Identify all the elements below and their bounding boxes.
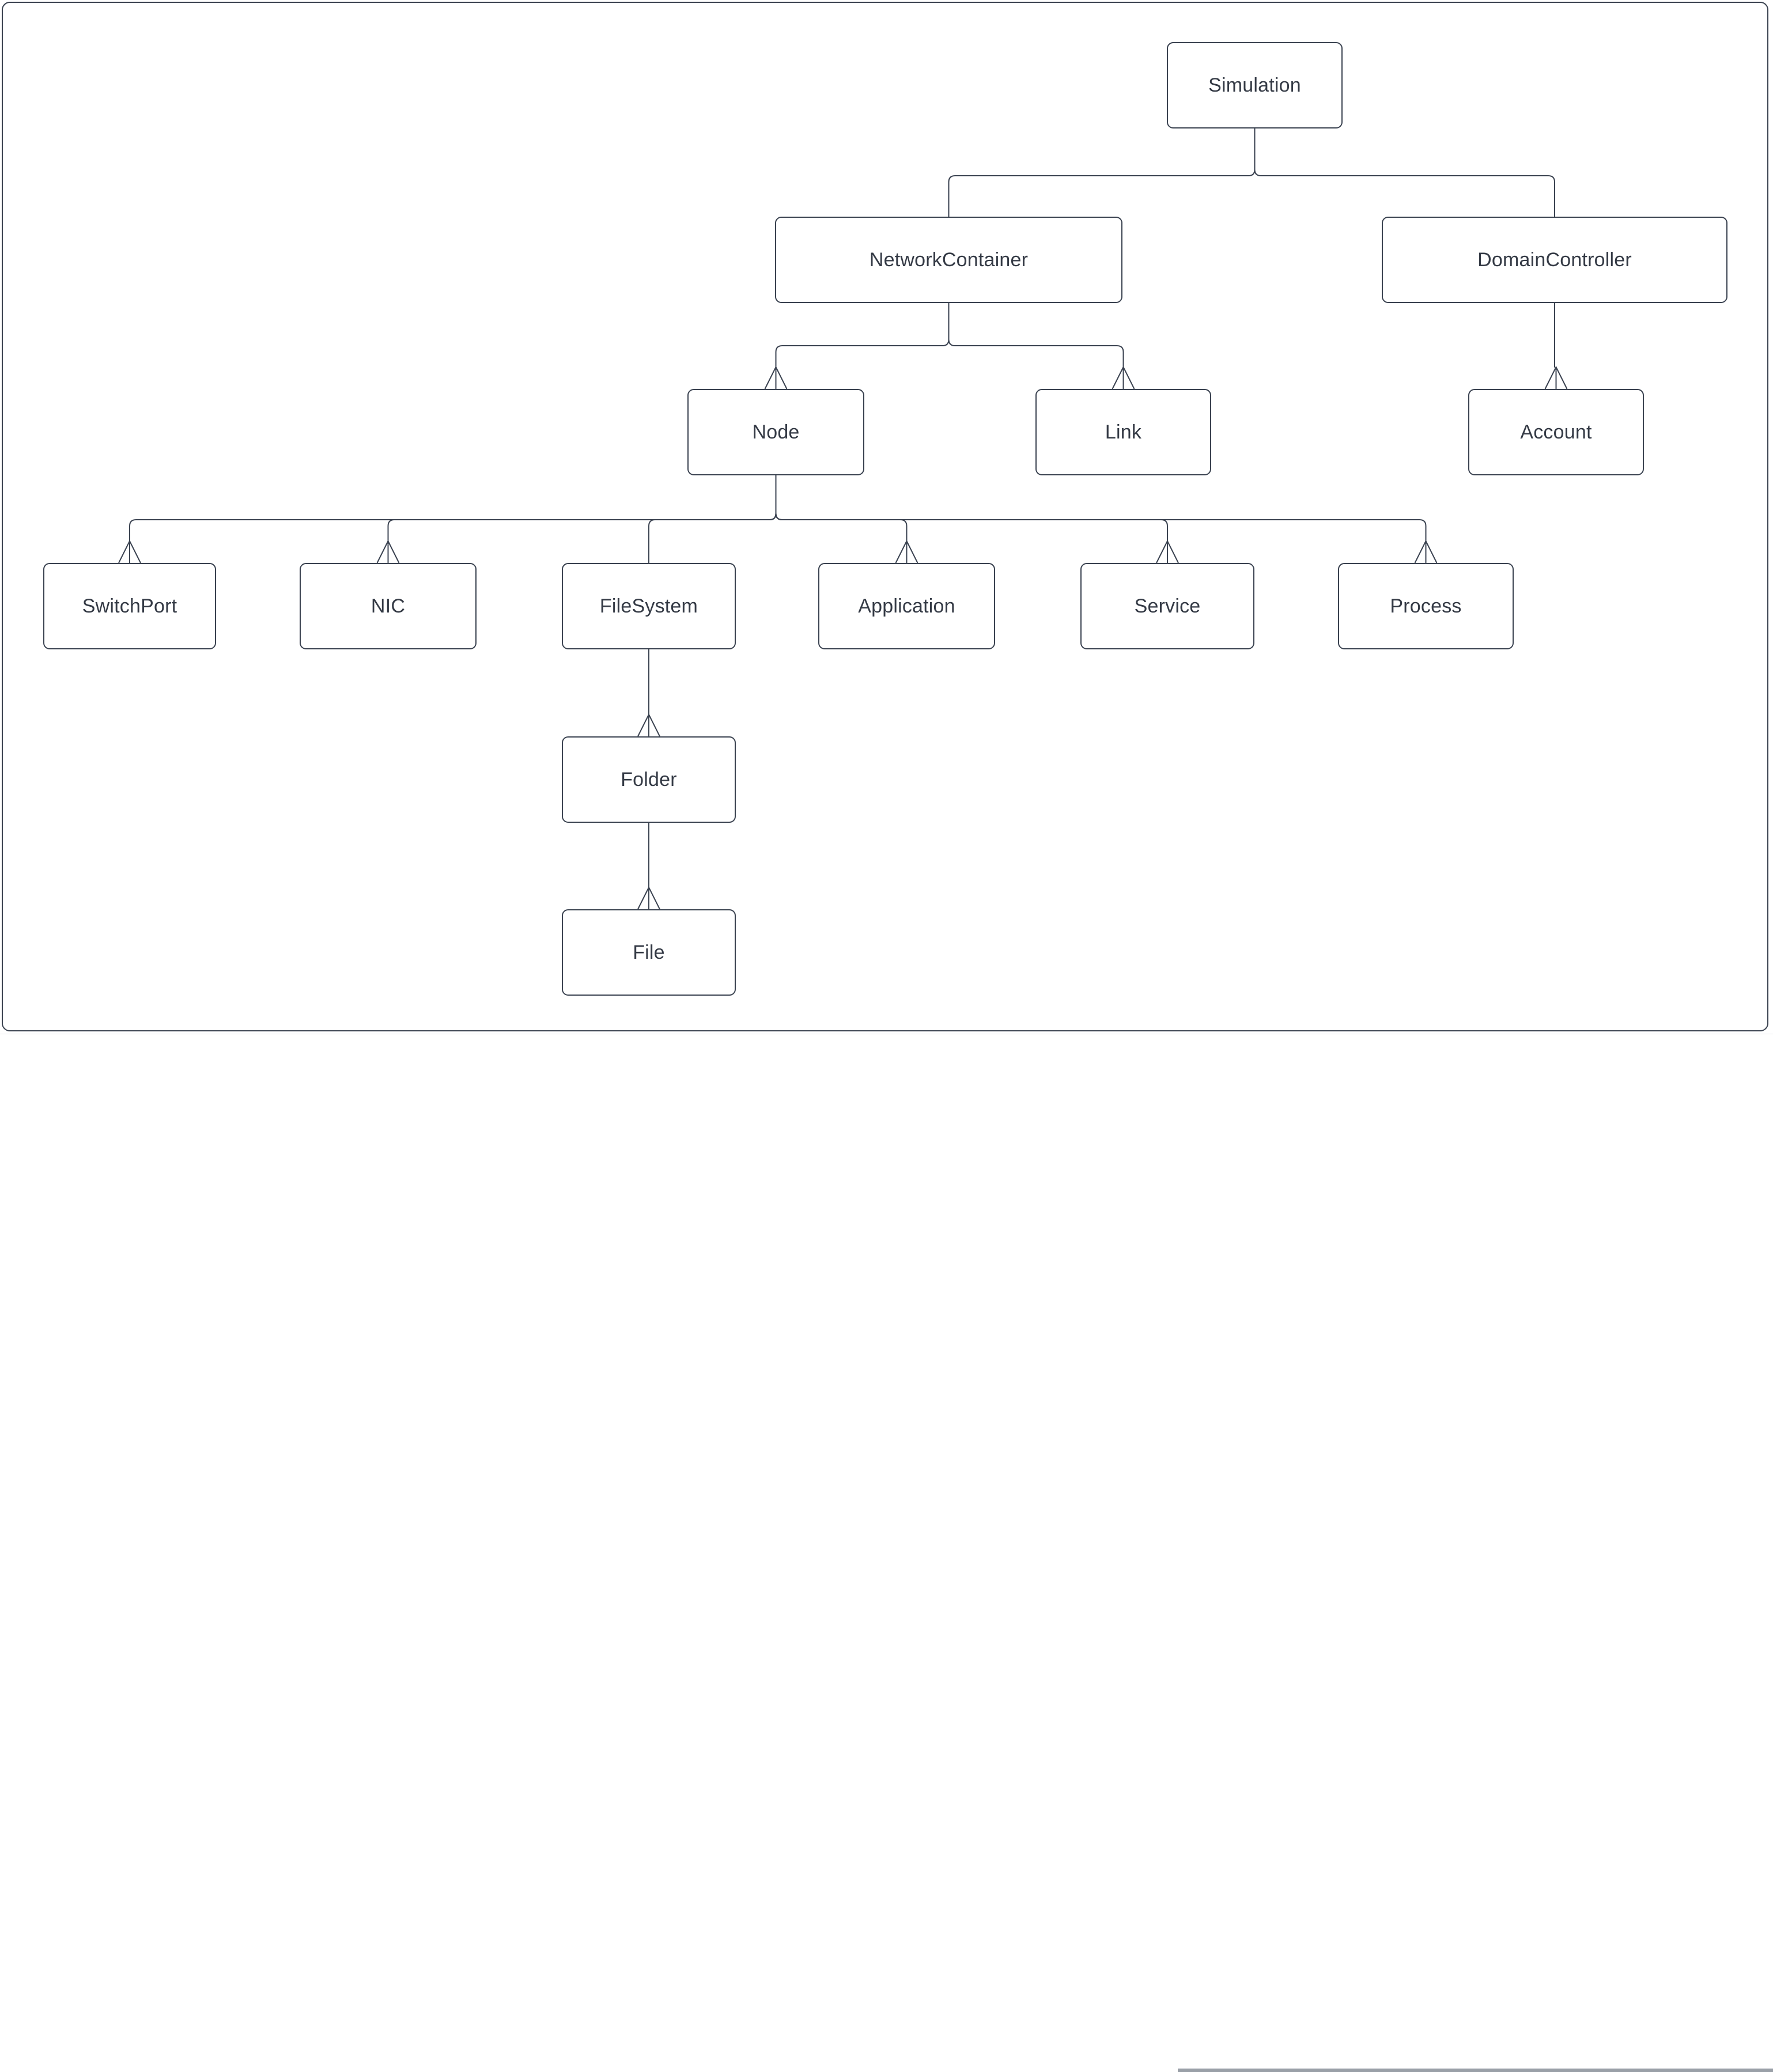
class-node-service[interactable]: Service <box>1080 563 1254 649</box>
horizontal-scrollbar-thumb[interactable] <box>1178 2069 1773 2072</box>
class-node-label: Simulation <box>1208 74 1301 96</box>
class-node-label: NetworkContainer <box>869 249 1029 271</box>
class-node-label: DomainController <box>1477 249 1632 271</box>
class-node-label: SwitchPort <box>82 595 177 617</box>
class-node-folder[interactable]: Folder <box>562 736 736 823</box>
class-node-label: Application <box>858 595 955 617</box>
class-node-label: Node <box>752 421 800 443</box>
class-node-simulation[interactable]: Simulation <box>1167 42 1343 128</box>
class-node-application[interactable]: Application <box>818 563 995 649</box>
class-node-switchport[interactable]: SwitchPort <box>43 563 216 649</box>
class-node-label: FileSystem <box>599 595 698 617</box>
class-node-process[interactable]: Process <box>1338 563 1514 649</box>
class-node-label: Account <box>1520 421 1592 443</box>
class-node-account[interactable]: Account <box>1468 389 1644 475</box>
class-node-filesystem[interactable]: FileSystem <box>562 563 736 649</box>
class-node-node[interactable]: Node <box>687 389 864 475</box>
class-node-nic[interactable]: NIC <box>300 563 477 649</box>
class-node-label: File <box>633 942 665 963</box>
class-node-label: Process <box>1390 595 1462 617</box>
class-node-link[interactable]: Link <box>1035 389 1211 475</box>
class-node-label: Service <box>1134 595 1201 617</box>
class-node-file[interactable]: File <box>562 909 736 996</box>
class-node-label: Folder <box>621 769 677 791</box>
class-node-label: Link <box>1105 421 1142 443</box>
class-node-label: NIC <box>371 595 406 617</box>
diagram-frame-border <box>2 2 1768 1031</box>
class-node-domaincontroller[interactable]: DomainController <box>1382 217 1727 303</box>
class-node-networkcontainer[interactable]: NetworkContainer <box>775 217 1122 303</box>
